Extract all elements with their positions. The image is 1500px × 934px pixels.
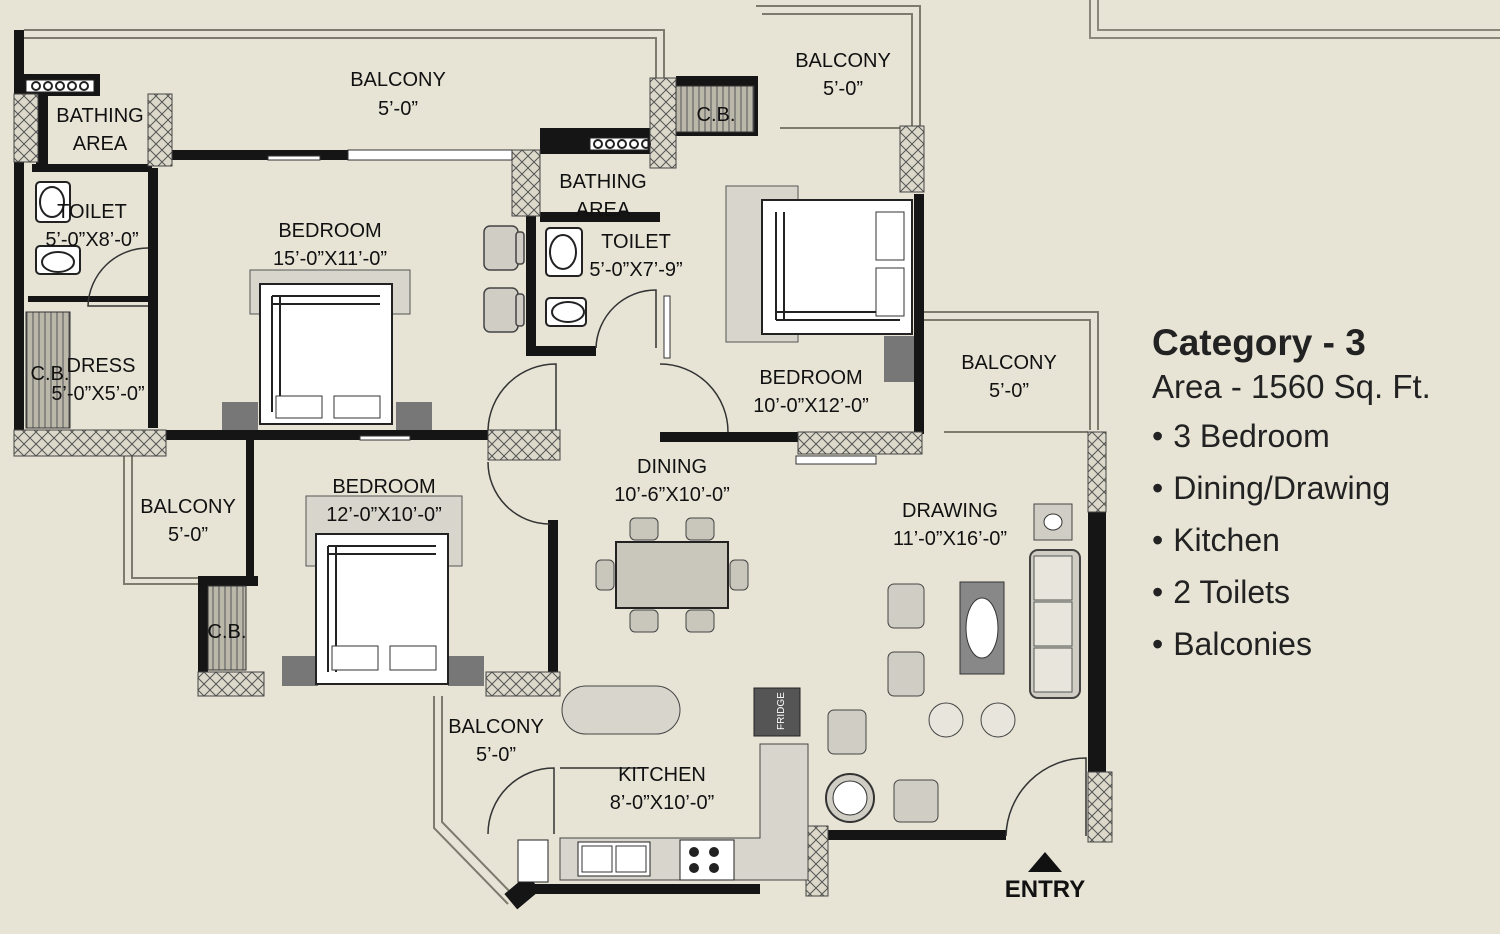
cb-lower-label: C.B. <box>208 621 247 643</box>
entry-arrow-icon <box>1028 852 1062 872</box>
bed-1 <box>222 269 432 430</box>
balcony-top-right-size: 5’-0” <box>823 78 863 100</box>
balcony-outlines <box>24 5 1099 905</box>
kitchen-counter <box>517 685 809 883</box>
toilet-mid-size: 5’-0”X7’-9” <box>589 259 682 281</box>
chairs-corridor <box>483 225 525 333</box>
bedroom-2-name: BEDROOM <box>759 367 862 389</box>
balcony-bottom-name: BALCONY <box>448 716 544 738</box>
feature-item: Dining/Drawing <box>1152 462 1431 514</box>
cb-top-label: C.B. <box>697 104 736 126</box>
room-labels: BALCONY 5’-0” BALCONY 5’-0” BATHING AREA… <box>31 50 1057 814</box>
legend: Category - 3 Area - 1560 Sq. Ft. 3 Bedro… <box>1152 322 1431 670</box>
balcony-right-size: 5’-0” <box>989 380 1029 402</box>
bed-3 <box>282 495 484 686</box>
bathing-mid-line2: AREA <box>576 199 631 221</box>
balcony-right-name: BALCONY <box>961 352 1057 374</box>
drawing-size: 11’-0”X16’-0” <box>893 528 1007 550</box>
dining-table <box>595 517 749 633</box>
balcony-top-right-name: BALCONY <box>795 50 891 72</box>
bathing-left-line2: AREA <box>73 133 128 155</box>
balcony-bottom-size: 5’-0” <box>476 744 516 766</box>
bathing-mid-line1: BATHING <box>559 171 646 193</box>
feature-item: Balconies <box>1152 618 1431 670</box>
bedroom-3-size: 12’-0”X10’-0” <box>326 504 442 526</box>
fridge-label: FRIDGE <box>776 692 787 730</box>
dining-name: DINING <box>637 456 707 478</box>
bedroom-1-size: 15’-0”X11’-0” <box>273 248 387 270</box>
balcony-left-name: BALCONY <box>140 496 236 518</box>
entry-marker: ENTRY <box>1000 852 1090 904</box>
toilet-left-name: TOILET <box>57 201 127 223</box>
feature-item: 3 Bedroom <box>1152 410 1431 462</box>
feature-list: 3 Bedroom Dining/Drawing Kitchen 2 Toile… <box>1152 410 1431 670</box>
bedroom-3-name: BEDROOM <box>332 476 435 498</box>
windows <box>267 149 877 465</box>
dress-size: 5’-0”X5’-0” <box>51 383 144 405</box>
cupboards <box>25 85 755 671</box>
category-title: Category - 3 <box>1152 322 1366 363</box>
bed-2 <box>725 185 914 382</box>
columns <box>13 77 1113 897</box>
drawing-furniture <box>753 503 1081 823</box>
door-swings <box>87 247 1087 837</box>
bathing-left-line1: BATHING <box>56 105 143 127</box>
bathing-rails <box>25 79 651 151</box>
feature-item: 2 Toilets <box>1152 566 1431 618</box>
bedroom-2-size: 10’-0”X12’-0” <box>753 395 869 417</box>
kitchen-name: KITCHEN <box>618 764 706 786</box>
balcony-left-size: 5’-0” <box>168 524 208 546</box>
feature-item: Kitchen <box>1152 514 1431 566</box>
bedroom-1-name: BEDROOM <box>278 220 381 242</box>
drawing-name: DRAWING <box>902 500 998 522</box>
toilet-left-size: 5’-0”X8’-0” <box>45 229 138 251</box>
balcony-top-name: BALCONY <box>350 69 446 91</box>
cb-left-label: C.B. <box>31 363 70 385</box>
walls <box>14 30 1106 910</box>
entry-label: ENTRY <box>1004 876 1086 903</box>
kitchen-size: 8’-0”X10’-0” <box>610 792 714 814</box>
dress-name: DRESS <box>67 355 136 377</box>
toilet-mid-name: TOILET <box>601 231 671 253</box>
toilet-fixtures <box>35 181 587 327</box>
dining-size: 10’-6”X10’-0” <box>614 484 730 506</box>
area-text: Area - 1560 Sq. Ft. <box>1152 368 1431 405</box>
balcony-top-size: 5’-0” <box>378 98 418 120</box>
